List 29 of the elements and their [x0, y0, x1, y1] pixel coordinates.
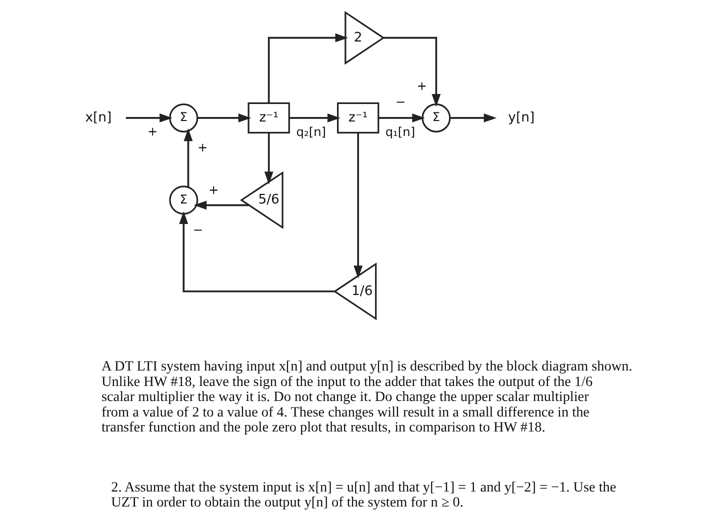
arrow — [353, 132, 362, 278]
arrow — [450, 113, 496, 122]
label: 2. Assume that the system input is x[n] = u[n] and that y[−1] = 1 and y[−2] = −1. Use the UZT in order to obtain the output y[n] of the system for n ≥ 0. — [110, 479, 616, 511]
arrow — [264, 133, 273, 184]
label: A DT LTI system having input x[n] and output y[n] is described by the block diagram shown. Unlike HW #18, leave the sign of the input to the adder that takes the output of the 1/6 scalar multiplier the way it is. Do not change it. Do change the upper scalar multiplier from a value of 2 to a value of 4. These changes will result in a small difference in the transfer function and the pole zero plot that results, in comparison to HW #18. — [100, 358, 632, 436]
arrow — [193, 200, 248, 210]
node-text: y[n] — [508, 110, 534, 126]
node-circle: Σ — [168, 103, 198, 132]
node-label: + — [146, 124, 158, 138]
edge-label: q₂[n] — [296, 125, 326, 140]
node-box: z⁻¹ — [247, 102, 290, 134]
arrow — [267, 33, 348, 103]
arrow — [125, 113, 172, 122]
node-label: + — [208, 182, 218, 197]
node-circle: Σ — [421, 103, 450, 132]
node-circle: Σ — [168, 186, 198, 215]
node-label: − — [192, 223, 203, 238]
node-label: − — [395, 94, 406, 109]
arrow — [383, 36, 440, 107]
node-box: z⁻¹ — [336, 102, 379, 134]
node-label: + — [196, 140, 208, 154]
arrow — [378, 113, 424, 122]
arrow — [289, 113, 340, 122]
edge-label: q₁[n] — [384, 125, 415, 140]
node-label: + — [416, 79, 426, 94]
arrow — [197, 113, 251, 122]
node-text: x[n] — [84, 110, 112, 126]
arrow — [183, 128, 192, 187]
arrow — [178, 211, 334, 292]
